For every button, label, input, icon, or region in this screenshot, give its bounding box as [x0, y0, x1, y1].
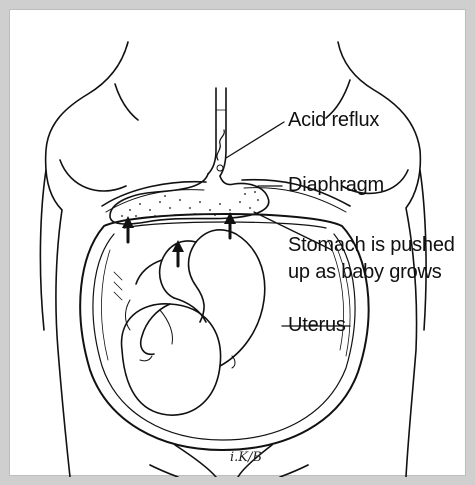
- fetus: [114, 230, 265, 415]
- acid-reflux-mark: [217, 130, 224, 171]
- label-uterus: Uterus: [288, 314, 346, 337]
- artist-signature: i.K/B: [230, 450, 262, 465]
- label-stomach-line1: Stomach is pushed: [288, 234, 455, 257]
- upward-arrows: [122, 212, 236, 266]
- esophagus: [208, 88, 226, 176]
- label-diaphragm: Diaphragm: [288, 174, 384, 197]
- illustration-panel: Acid reflux Diaphragm Stomach is pushed …: [9, 9, 466, 476]
- label-stomach-line2: up as baby grows: [288, 261, 442, 284]
- label-acid-reflux: Acid reflux: [288, 109, 379, 132]
- torso-outline: [40, 42, 426, 477]
